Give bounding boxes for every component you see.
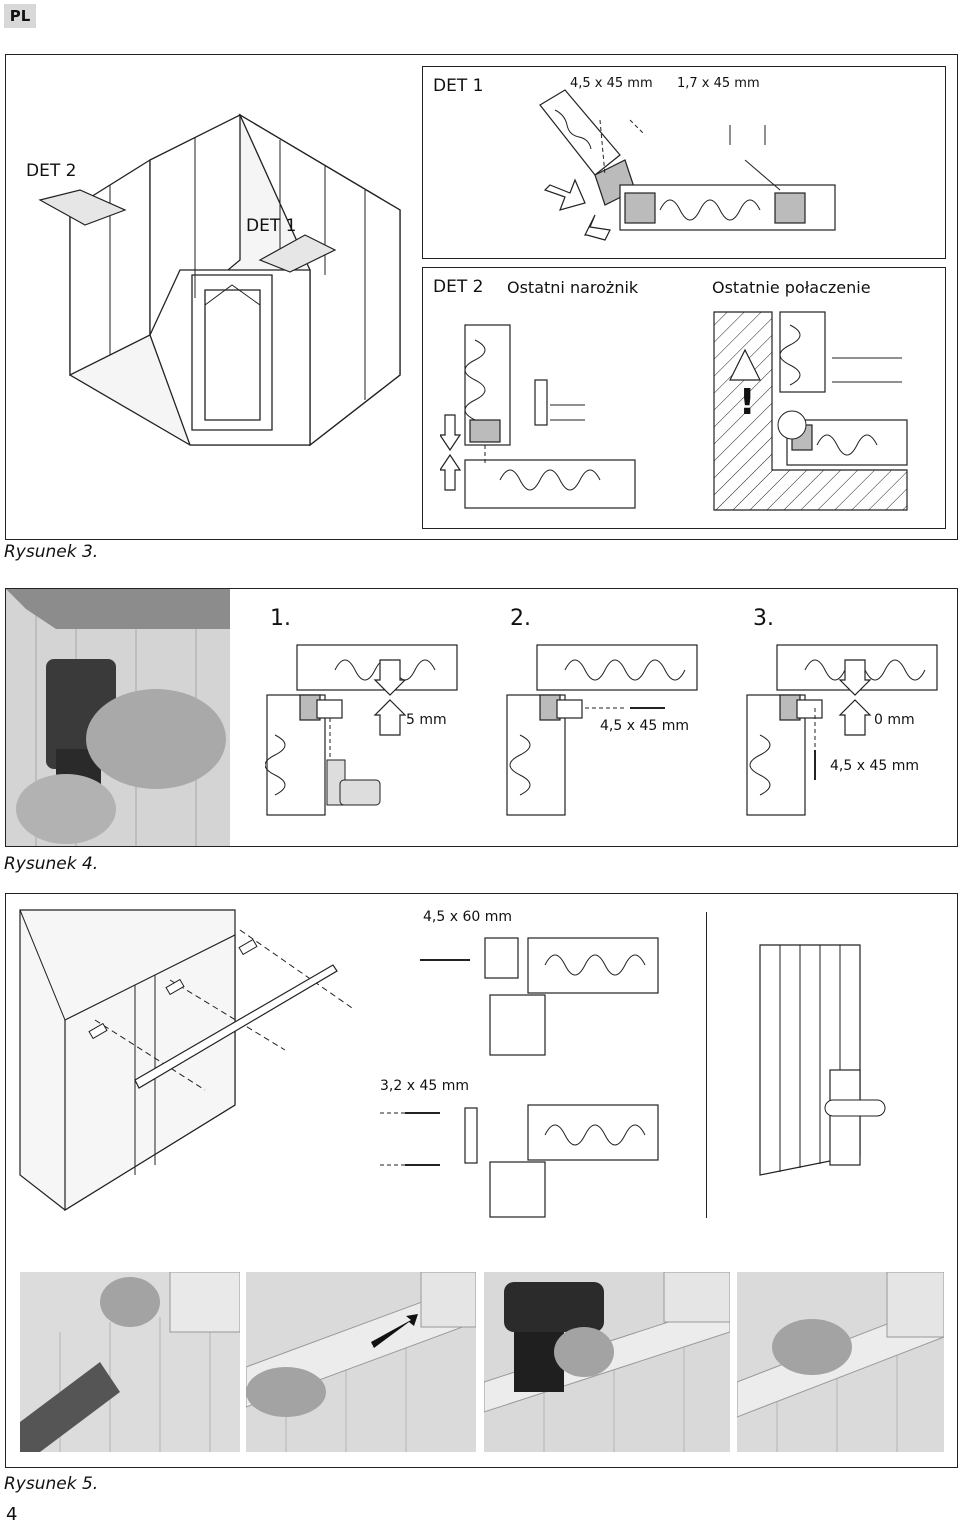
step1-dim: 5 mm bbox=[406, 712, 447, 728]
det1-panel-title: DET 1 bbox=[433, 76, 484, 96]
det1-panel bbox=[422, 66, 946, 259]
drilling-photo bbox=[6, 589, 230, 846]
trim-photo-1 bbox=[20, 1271, 241, 1452]
det2-panel-title: DET 2 bbox=[433, 277, 484, 297]
trim-photo-2 bbox=[245, 1271, 477, 1452]
det1-dim-a: 4,5 x 45 mm bbox=[570, 76, 653, 91]
warning-icon: ! bbox=[739, 382, 756, 423]
step1-drawing bbox=[265, 644, 458, 816]
figure3-frame bbox=[5, 54, 958, 540]
step1-number: 1. bbox=[270, 606, 291, 631]
sauna-isometric-drawing bbox=[38, 113, 401, 447]
figure3-caption: Rysunek 3. bbox=[4, 542, 99, 562]
fastening-detail-drawing bbox=[380, 937, 659, 1218]
det2-last-joint-drawing bbox=[713, 311, 908, 511]
det1-corner-joint-drawing bbox=[539, 89, 836, 241]
roof-trim-isometric-drawing bbox=[19, 909, 356, 1212]
det2-panel bbox=[422, 267, 946, 529]
det2-subtitle-last-corner: Ostatni narożnik bbox=[507, 278, 639, 297]
det2-last-corner-drawing bbox=[440, 324, 636, 509]
step2-number: 2. bbox=[510, 606, 531, 631]
det1-dim-b: 1,7 x 45 mm bbox=[677, 76, 760, 91]
step3-dim-screw: 4,5 x 45 mm bbox=[830, 758, 919, 774]
trim-photo-4 bbox=[736, 1271, 945, 1452]
page-number: 4 bbox=[6, 1504, 18, 1525]
figure5-caption: Rysunek 5. bbox=[4, 1474, 99, 1494]
figure5-frame bbox=[5, 893, 958, 1468]
figure5-divider bbox=[706, 912, 707, 1218]
screw-dim-60: 4,5 x 60 mm bbox=[423, 909, 512, 925]
det1-label: DET 1 bbox=[246, 216, 297, 236]
det2-label: DET 2 bbox=[26, 161, 77, 181]
step2-drawing bbox=[506, 644, 698, 816]
figure4-frame bbox=[5, 588, 958, 847]
step3-dim-gap: 0 mm bbox=[874, 712, 915, 728]
step2-dim: 4,5 x 45 mm bbox=[600, 718, 689, 734]
figure4-caption: Rysunek 4. bbox=[4, 854, 99, 874]
nail-dim-45: 3,2 x 45 mm bbox=[380, 1078, 469, 1094]
step3-drawing bbox=[746, 644, 938, 816]
pipe-passthrough-drawing bbox=[759, 944, 886, 1176]
trim-photo-3 bbox=[483, 1271, 731, 1452]
det2-subtitle-last-joint: Ostatnie połaczenie bbox=[712, 278, 871, 297]
language-badge: PL bbox=[4, 4, 36, 28]
step3-number: 3. bbox=[753, 606, 774, 631]
